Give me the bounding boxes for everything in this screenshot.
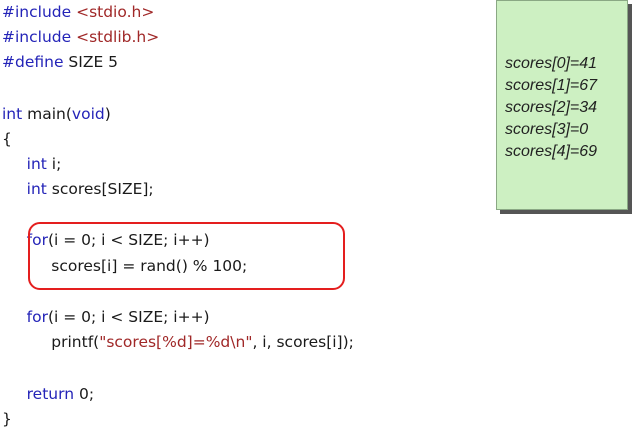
code-token: for [26,308,48,326]
code-token: int [2,105,23,123]
code-token: ) [104,105,111,123]
code-token: void [71,105,105,123]
code-token: <stdio.h> [76,3,155,21]
output-panel: scores[0]=41 scores[1]=67 scores[2]=34 scor… [496,0,628,210]
code-token [2,155,27,173]
code-token: return [26,385,75,403]
code-line: #include <stdlib.h> [2,25,159,50]
code-line: #define SIZE 5 [2,50,118,75]
code-token: } [2,410,12,428]
code-token: <stdlib.h> [76,28,160,46]
code-token [2,180,27,198]
code-token: main( [22,105,72,123]
output-line: scores[4]=69 [505,143,598,160]
code-line: for(i = 0; i < SIZE; i++) [2,305,210,330]
code-token [2,308,27,326]
code-line: scores[i] = rand() % 100; [2,254,247,279]
code-token: SIZE 5 [63,53,119,71]
code-line: for(i = 0; i < SIZE; i++) [2,228,210,253]
code-token: , i, scores[i]); [252,333,354,351]
code-line: int i; [2,152,62,177]
code-token: i; [46,155,62,173]
code-line: return 0; [2,382,94,407]
code-token: scores[SIZE]; [46,180,154,198]
output-line: scores[3]=0 [505,121,589,138]
code-line: int main(void) [2,102,111,127]
code-token: #include [2,28,77,46]
code-token: int [26,155,47,173]
code-token: 0; [74,385,95,403]
code-line: printf("scores[%d]=%d\n", i, scores[i]); [2,330,354,355]
highlight-box [28,222,345,290]
output-line: scores[2]=34 [505,99,598,116]
code-token: #define [2,53,64,71]
code-token: for [26,231,48,249]
output-line: scores[0]=41 [505,55,598,72]
code-token: { [2,130,12,148]
code-token: (i = 0; i < SIZE; i++) [47,308,210,326]
code-token [2,231,27,249]
code-token: printf( [2,333,100,351]
code-line: } [2,407,12,430]
code-token: scores[i] = rand() % 100; [2,257,248,275]
code-token: "scores[%d]=%d\n" [99,333,253,351]
code-token: (i = 0; i < SIZE; i++) [47,231,210,249]
code-token [2,385,27,403]
code-line: int scores[SIZE]; [2,177,154,202]
code-line: { [2,127,12,152]
code-token: #include [2,3,77,21]
code-line: #include <stdio.h> [2,0,154,25]
code-token: int [26,180,47,198]
output-line: scores[1]=67 [505,77,598,94]
